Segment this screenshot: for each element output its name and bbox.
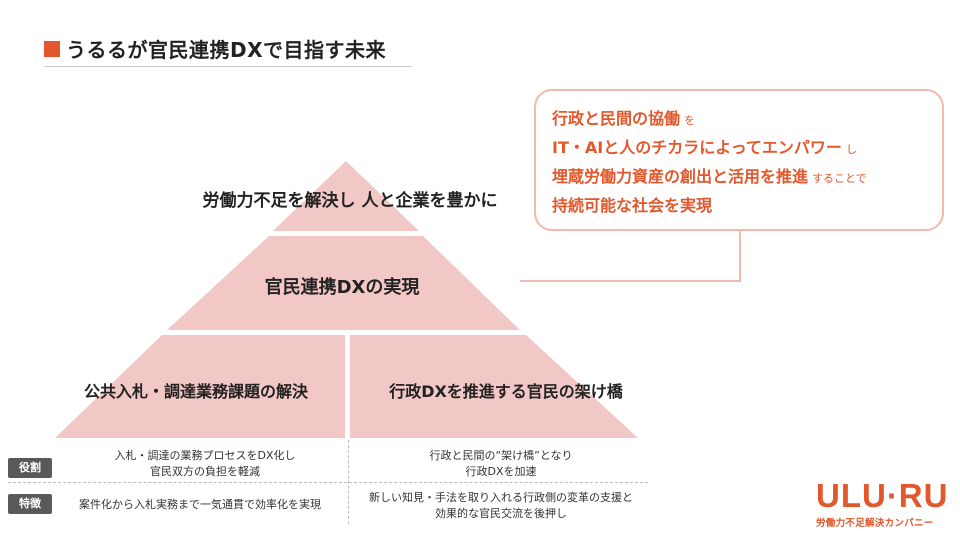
table-column-divider <box>348 440 349 524</box>
callout-line-3: 埋蔵労働力資産の創出と活用を推進することで <box>552 163 928 192</box>
callout-line-1: 行政と民間の協働を <box>552 105 928 134</box>
feature-left-cell: 案件化から入札実務まで一気通貫で効率化を実現 <box>60 497 340 513</box>
callout-line-3-main: 埋蔵労働力資産の創出と活用を推進 <box>552 167 809 186</box>
pyramid-top-label: 労働力不足を解決し 人と企業を豊かに <box>202 191 498 211</box>
callout-line-3-small: することで <box>812 172 867 185</box>
role-right-line-1: 行政と民間の“架け橋”となり <box>429 449 573 462</box>
pyramid-middle-tier <box>167 236 520 330</box>
feature-right-cell: 新しい知見・手法を取り入れる行政側の変革の支援と 効果的な官民交流を後押し <box>356 490 646 522</box>
logo-tagline: 労働力不足解決カンパニー <box>816 518 934 529</box>
title-divider <box>44 66 412 67</box>
callout-line-4: 持続可能な社会を実現 <box>552 192 928 219</box>
callout-line-1-main: 行政と民間の協働 <box>552 109 681 128</box>
pyramid-middle-label: 官民連携DXの実現 <box>264 277 420 298</box>
slide-title: うるるが官民連携DXで目指す未来 <box>44 34 386 63</box>
company-logo: ULU·RU 労働力不足解決カンパニー <box>816 477 949 530</box>
role-right-line-2: 行政DXを加速 <box>465 465 537 478</box>
pyramid-bottom-right-label: 行政DXを推進する官民の架け橋 <box>389 382 623 401</box>
callout-line-2-small: し <box>845 143 857 156</box>
feature-right-line-2: 効果的な官民交流を後押し <box>435 507 567 520</box>
role-left-line-1: 入札・調達の業務プロセスをDX化し <box>114 449 296 462</box>
title-square-icon <box>44 40 60 57</box>
pyramid-bottom-right-tier <box>350 335 638 438</box>
callout-line-2: IT・AIと人のチカラによってエンパワーし <box>552 134 928 163</box>
table-row-divider <box>8 482 648 483</box>
callout-line-1-small: を <box>684 114 696 127</box>
callout-connector <box>520 231 741 282</box>
callout-line-4-main: 持続可能な社会を実現 <box>552 196 713 215</box>
feature-tag: 特徴 <box>8 494 52 514</box>
pyramid-bottom-left-tier <box>55 335 345 438</box>
pyramid-top-tier <box>273 161 419 231</box>
vision-callout: 行政と民間の協働を IT・AIと人のチカラによってエンパワーし 埋蔵労働力資産の… <box>534 89 944 231</box>
feature-left-line: 案件化から入札実務まで一気通貫で効率化を実現 <box>79 498 321 511</box>
slide-title-text: うるるが官民連携DXで目指す未来 <box>66 38 387 62</box>
role-tag: 役割 <box>8 458 52 478</box>
role-left-line-2: 官民双方の負担を軽減 <box>150 465 260 478</box>
role-left-cell: 入札・調達の業務プロセスをDX化し 官民双方の負担を軽減 <box>70 448 340 480</box>
feature-right-line-1: 新しい知見・手法を取り入れる行政側の変革の支援と <box>369 491 633 504</box>
role-right-cell: 行政と民間の“架け橋”となり 行政DXを加速 <box>356 448 646 480</box>
callout-line-2-main: IT・AIと人のチカラによってエンパワー <box>552 138 842 157</box>
logo-mark: ULU·RU <box>816 477 949 514</box>
pyramid-bottom-left-label: 公共入札・調達業務課題の解決 <box>83 382 308 401</box>
